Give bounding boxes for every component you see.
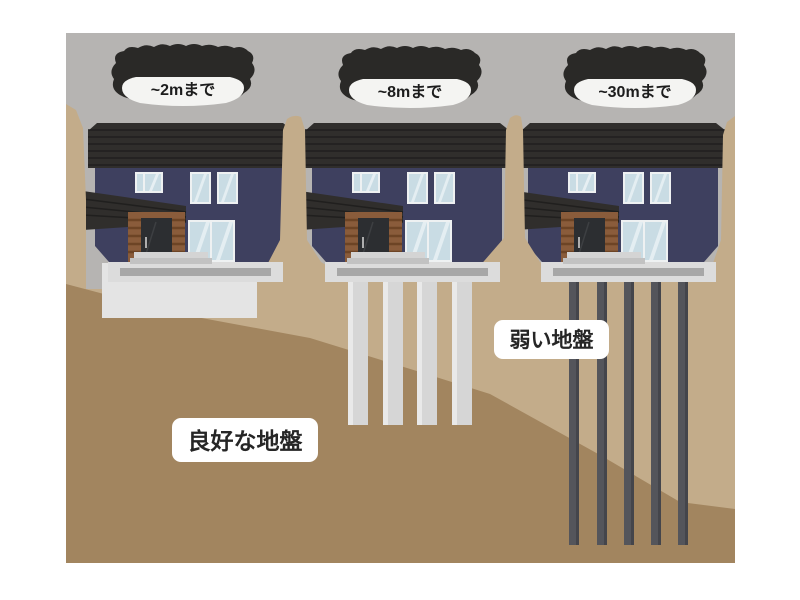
depth-label-30m: ~30mまで: [598, 83, 671, 101]
house-1: [81, 121, 295, 264]
columnar-improvement-piles: [348, 282, 472, 425]
house-3: [514, 121, 728, 264]
depth-label-2m: ~2mまで: [151, 81, 215, 99]
callout-30m: ~30mまで: [563, 46, 707, 108]
house-2: [298, 121, 512, 264]
good-ground-text: 良好な地盤: [188, 428, 304, 454]
callout-2m: ~2mまで: [111, 44, 255, 106]
callout-8m: ~8mまで: [338, 46, 482, 108]
good-ground-label: 良好な地盤: [172, 418, 318, 462]
weak-ground-label: 弱い地盤: [494, 320, 609, 359]
depth-label-8m: ~8mまで: [378, 83, 442, 101]
weak-ground-text: 弱い地盤: [510, 328, 595, 352]
steel-pipe-piles: [569, 282, 688, 545]
